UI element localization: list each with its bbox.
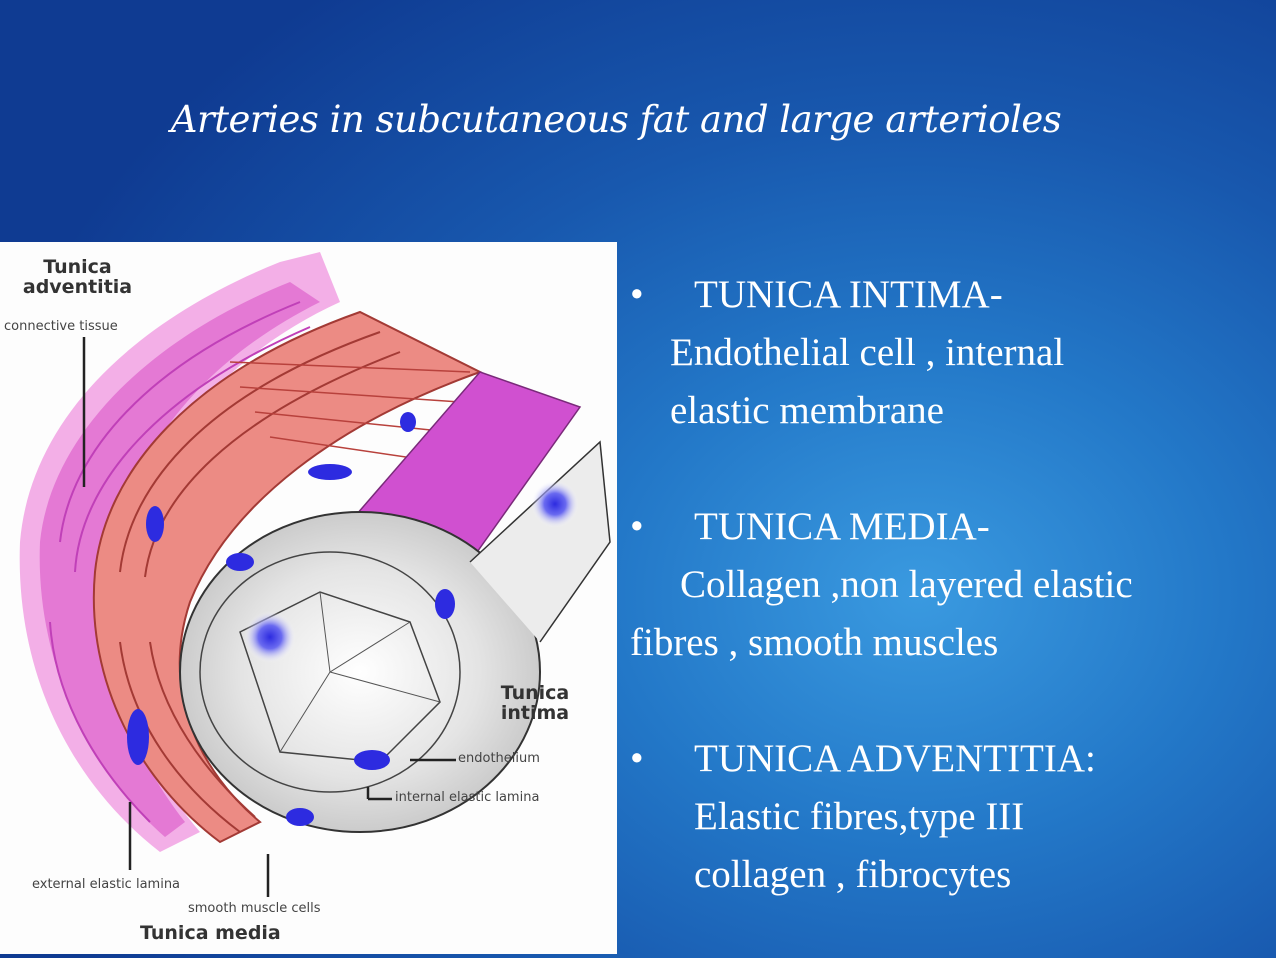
label-internal-elastic-lamina: internal elastic lamina xyxy=(395,790,540,805)
bullet-dot: • xyxy=(630,505,644,548)
label-intima-line2: intima xyxy=(500,701,570,724)
cell-nuclei xyxy=(127,412,579,826)
leader-lines xyxy=(82,337,456,897)
artery-illustration xyxy=(19,252,611,897)
bullet-heading: TUNICA INTIMA- xyxy=(694,273,1003,316)
label-adventitia-line2: adventitia xyxy=(22,275,133,298)
bullet-body-line: Collagen ,non layered elastic xyxy=(680,563,1133,606)
adventitia-tissue xyxy=(19,252,340,852)
label-tunica-intima: Tunica intima xyxy=(500,682,570,724)
bullet-heading: TUNICA ADVENTITIA: xyxy=(694,737,1096,780)
label-adventitia-line1: Tunica xyxy=(43,256,112,278)
bullet-tunica-media: • TUNICA MEDIA- Collagen ,non layered el… xyxy=(630,498,1270,672)
bullet-tunica-intima: • TUNICA INTIMA- Endothelial cell , inte… xyxy=(630,266,1270,440)
bullet-heading: TUNICA MEDIA- xyxy=(694,505,990,548)
label-connective-tissue: connective tissue xyxy=(4,319,118,334)
label-endothelium: endothelium xyxy=(458,751,540,766)
bullet-dot: • xyxy=(630,273,644,316)
bullet-body-line: fibres , smooth muscles xyxy=(630,621,999,664)
bullet-body-line: elastic membrane xyxy=(670,389,944,432)
slide-title: Arteries in subcutaneous fat and large a… xyxy=(170,98,1062,141)
bullet-list: • TUNICA INTIMA- Endothelial cell , inte… xyxy=(630,266,1270,904)
bullet-body-line: collagen , fibrocytes xyxy=(694,853,1012,896)
bullet-dot: • xyxy=(630,737,644,780)
label-tunica-media: Tunica media xyxy=(140,922,281,944)
label-external-elastic-lamina: external elastic lamina xyxy=(32,877,181,892)
label-tunica-adventitia: Tunica adventitia xyxy=(20,256,135,298)
label-smooth-muscle-cells: smooth muscle cells xyxy=(188,901,321,916)
artery-diagram: Tunica adventitia connective tissue Tuni… xyxy=(0,242,617,954)
bullet-tunica-adventitia: • TUNICA ADVENTITIA: Elastic fibres,type… xyxy=(630,730,1270,904)
media-layer xyxy=(92,310,483,844)
label-intima-line1: Tunica xyxy=(500,682,570,704)
bullet-body-line: Endothelial cell , internal xyxy=(670,331,1065,374)
bullet-body-line: Elastic fibres,type III xyxy=(694,795,1025,838)
